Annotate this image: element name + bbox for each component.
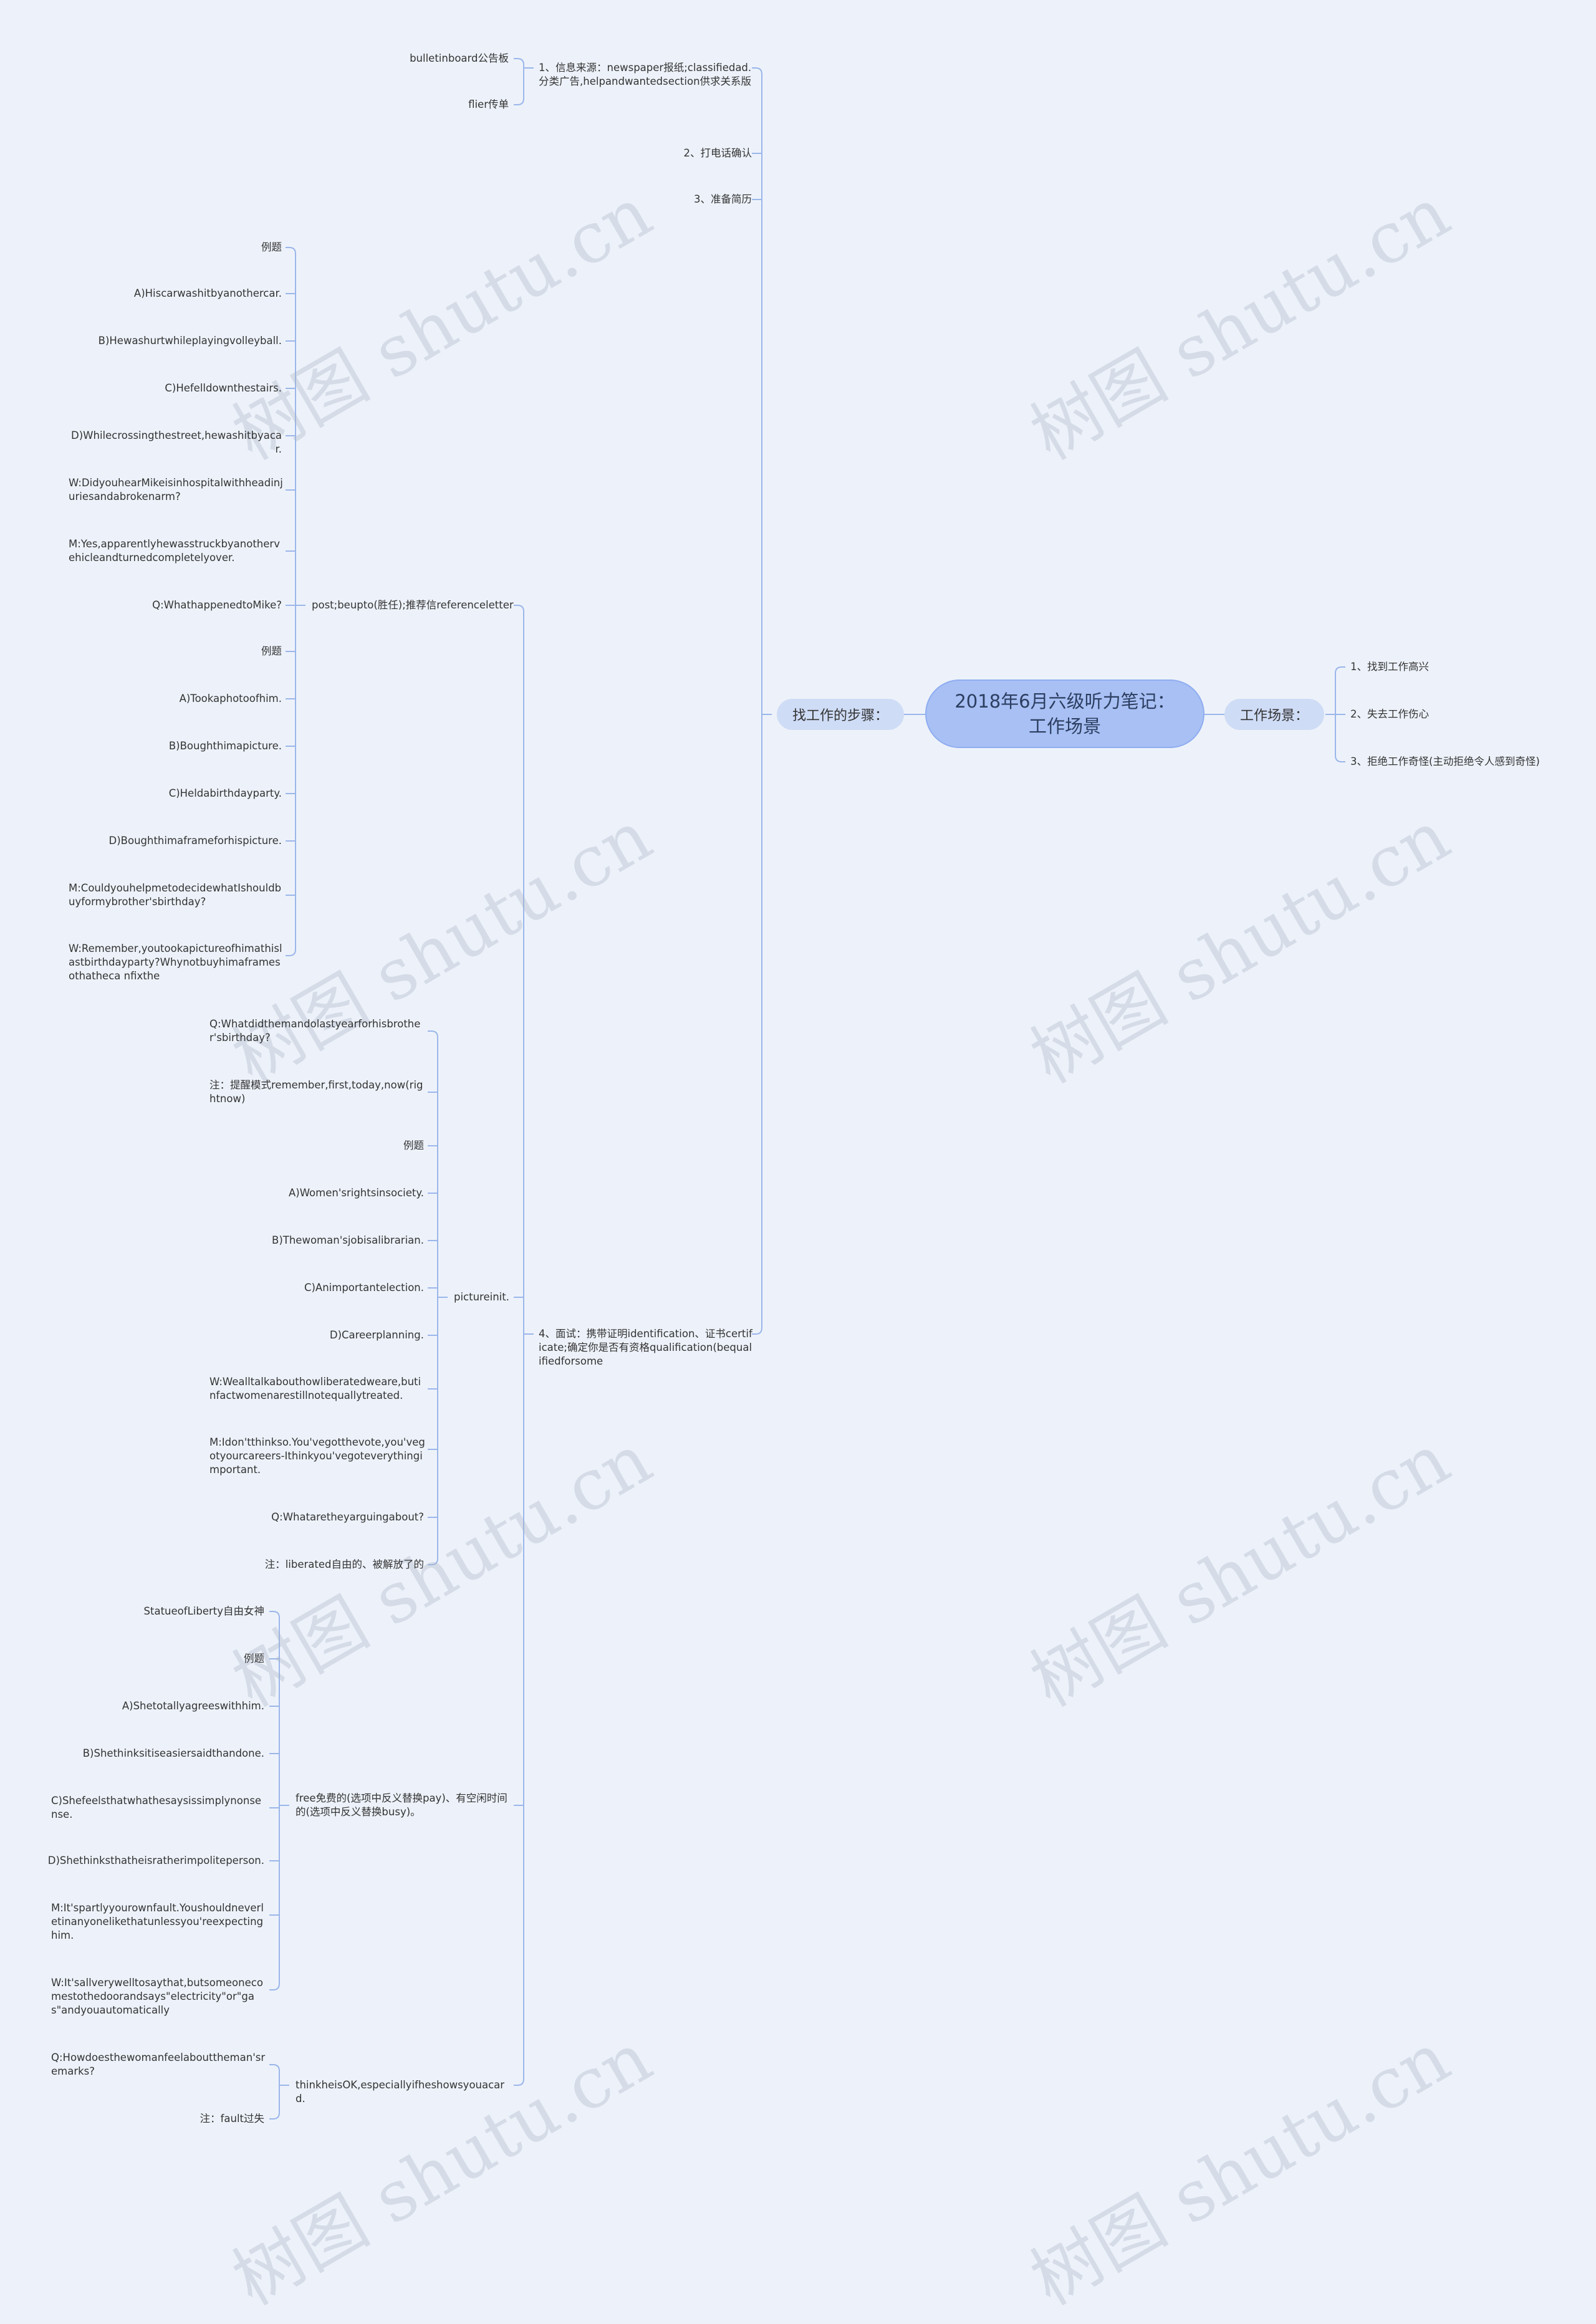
connector-line	[269, 1611, 280, 1618]
connector-line	[752, 67, 762, 75]
example-line[interactable]: Q:Howdoesthewomanfeelabouttheman'sremark…	[51, 2052, 266, 2077]
step-4-interview[interactable]: 4、面试：携带证明identification、证书certificate;确定…	[539, 1328, 752, 1367]
work-scene-item[interactable]: 3、拒绝工作奇怪(主动拒绝令人感到奇怪)	[1350, 756, 1540, 767]
connector-line	[286, 247, 296, 254]
example-line[interactable]: M:Idon'tthinkso.You'vegotthevote,you'veg…	[209, 1436, 425, 1476]
example-line[interactable]: 注：liberated自由的、被解放了的	[264, 1558, 424, 1570]
step-3-resume[interactable]: 3、准备简历	[694, 193, 752, 205]
example-line[interactable]: W:Wealltalkabouthowliberatedweare,butinf…	[209, 1376, 421, 1401]
work-scene-item[interactable]: 2、失去工作伤心	[1350, 708, 1429, 720]
connector-line	[269, 1983, 280, 1990]
root-topic[interactable]: 2018年6月六级听力笔记：工作场景	[925, 679, 1204, 748]
example-line[interactable]: B)Thewoman'sjobisalibrarian.	[272, 1234, 424, 1246]
example-line[interactable]: D)Boughthimaframeforhispicture.	[108, 835, 282, 847]
example-line[interactable]: M:It'spartlyyourownfault.Youshouldneverl…	[51, 1902, 264, 1941]
example-line[interactable]: D)Whilecrossingthestreet,hewashitbyacar.	[71, 430, 282, 455]
example-line[interactable]: C)Hefelldownthestairs.	[165, 382, 282, 394]
group-label[interactable]: post;beupto(胜任);推荐信referenceletter	[312, 599, 514, 611]
connector-line	[269, 2064, 280, 2072]
example-line[interactable]: D)Careerplanning.	[329, 1329, 424, 1341]
connector-line	[514, 58, 524, 65]
branch-job-steps[interactable]: 找工作的步骤：	[777, 699, 904, 730]
group-label[interactable]: pictureinit.	[454, 1291, 509, 1303]
example-line[interactable]: W:It'sallverywelltosaythat,butsomeonecom…	[51, 1977, 263, 2016]
example-line[interactable]: B)Hewashurtwhileplayingvolleyball.	[98, 335, 282, 347]
step1-child[interactable]: bulletinboard公告板	[410, 52, 509, 64]
group-label[interactable]: free免费的(选项中反义替换pay)、有空闲时间的(选项中反义替换busy)。	[296, 1792, 507, 1818]
example-line[interactable]: A)Women'srightsinsociety.	[288, 1187, 424, 1199]
example-line[interactable]: C)Heldabirthdayparty.	[168, 787, 282, 799]
step1-child[interactable]: flier传单	[468, 98, 509, 110]
example-line[interactable]: A)Tookaphotoofhim.	[179, 693, 282, 704]
branch-work-scenes[interactable]: 工作场景：	[1224, 699, 1324, 730]
example-line[interactable]: M:Yes,apparentlyhewasstruckbyanothervehi…	[69, 538, 280, 564]
example-line[interactable]: Q:Whataretheyarguingabout?	[271, 1511, 424, 1523]
work-scene-item[interactable]: 1、找到工作高兴	[1350, 661, 1429, 673]
connector-line	[514, 605, 524, 612]
example-line[interactable]: W:DidyouhearMikeisinhospitalwithheadinju…	[69, 477, 283, 502]
connector-line	[428, 1030, 438, 1038]
example-line[interactable]: 例题	[261, 241, 282, 253]
connector-line	[428, 1558, 438, 1565]
example-line[interactable]: Q:WhathappenedtoMike?	[152, 599, 282, 611]
example-line[interactable]: StatueofLiberty自由女神	[143, 1605, 264, 1617]
connector-line	[514, 98, 524, 105]
step-1-info-source[interactable]: 1、信息来源：newspaper报纸;classifiedad.分类广告,hel…	[539, 62, 752, 87]
connector-line	[1335, 755, 1345, 762]
example-line[interactable]: C)Shefeelsthatwhathesaysissimplynonsense…	[51, 1795, 262, 1820]
example-line[interactable]: 例题	[244, 1653, 264, 1664]
example-line[interactable]: W:Remember,youtookapictureofhimathislast…	[69, 943, 282, 982]
example-line[interactable]: 例题	[403, 1140, 424, 1151]
mind-map-canvas: 树图 shutu.cn 树图 shutu.cn 树图 shutu.cn 树图 s…	[47, 52, 1540, 2321]
example-line[interactable]: 例题	[261, 645, 282, 657]
connector-line	[269, 2112, 280, 2120]
connector-line	[286, 949, 296, 956]
connector-line	[752, 1327, 762, 1335]
step-2-call[interactable]: 2、打电话确认	[683, 147, 752, 159]
example-line[interactable]: D)Shethinksthatheisratherimpoliteperson.	[47, 1855, 264, 1866]
example-line[interactable]: Q:Whatdidthemandolastyearforhisbrother's…	[209, 1018, 421, 1044]
example-line[interactable]: C)Animportantelection.	[304, 1282, 424, 1294]
example-line[interactable]: B)Boughthimapicture.	[168, 740, 282, 752]
connector-line	[514, 2078, 524, 2086]
example-line[interactable]: A)Shetotallyagreeswithhim.	[122, 1700, 264, 1712]
example-line[interactable]: M:CouldyouhelpmetodecidewhatIshouldbuyfo…	[69, 882, 282, 908]
example-line[interactable]: B)Shethinksitiseasiersaidthandone.	[82, 1747, 264, 1759]
group-label[interactable]: thinkheisOK,especiallyifheshowsyouacard.	[296, 2079, 505, 2105]
example-line[interactable]: 注：fault过失	[200, 2113, 264, 2125]
example-line[interactable]: A)Hiscarwashitbyanothercar.	[133, 287, 282, 299]
connector-line	[1335, 666, 1345, 674]
example-line[interactable]: 注：提醒模式remember,first,today,now(rightnow)	[209, 1079, 423, 1105]
connector-lines	[269, 58, 1345, 2120]
